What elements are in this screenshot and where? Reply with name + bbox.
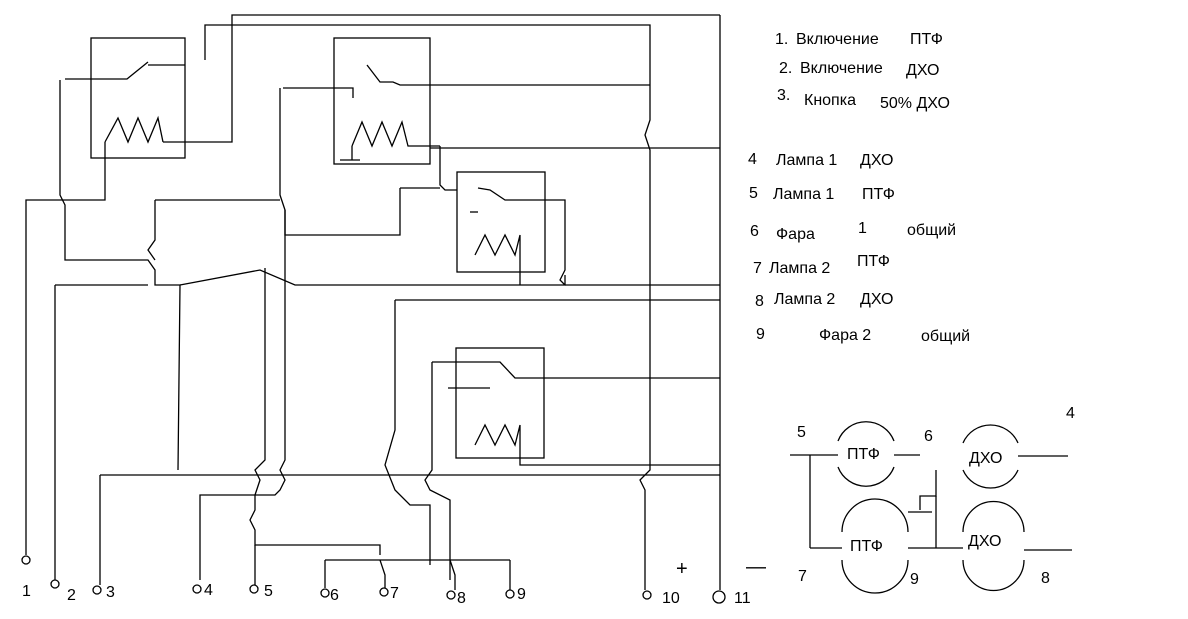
- terminal-label-4: 4: [204, 582, 213, 599]
- legend-5-text: Лампа 1: [773, 186, 834, 203]
- legend: 1. Включение ПТФ 2. Включение ДХО 3. Кно…: [748, 31, 970, 345]
- terminal-label-9: 9: [517, 586, 526, 603]
- legend-3-text: Кнопка: [804, 92, 856, 109]
- lamp-bottom-right-label: ДХО: [968, 533, 1001, 550]
- legend-6-text: Фара: [776, 226, 815, 243]
- legend-2-tag: ДХО: [906, 62, 939, 79]
- legend-8-tag: ДХО: [860, 291, 893, 308]
- relay-1: [25, 14, 720, 555]
- lamp-bottom-left-arc-bottom: [841, 559, 909, 594]
- lamp-top-right-label: ДХО: [969, 450, 1002, 467]
- lamp-pin-8: 8: [1041, 570, 1050, 587]
- terminal-label-11: 11: [734, 590, 751, 607]
- plus-sign: +: [676, 558, 688, 580]
- legend-5-num: 5: [749, 185, 758, 202]
- relay-3: [400, 146, 546, 285]
- lamp-pin-4: 4: [1066, 405, 1075, 422]
- legend-2-text: Включение: [800, 60, 883, 77]
- relay-2: [283, 37, 650, 165]
- wiring: [54, 15, 721, 590]
- legend-4-text: Лампа 1: [776, 152, 837, 169]
- lamp-top-left-arc-bottom: [837, 466, 895, 487]
- legend-5-tag: ПТФ: [862, 186, 895, 203]
- legend-9-extra: общий: [921, 328, 970, 345]
- legend-4-num: 4: [748, 151, 757, 168]
- terminal-label-10: 10: [662, 590, 680, 607]
- minus-sign: —: [746, 556, 766, 578]
- lamp-top-right-arc-bottom: [962, 469, 1019, 489]
- legend-8-text: Лампа 2: [774, 291, 835, 308]
- terminal-label-5: 5: [264, 583, 273, 600]
- lamp-bottom-right-arc-bottom: [962, 559, 1025, 592]
- terminal-label-6: 6: [330, 587, 339, 604]
- lamp-bottom-left-label: ПТФ: [850, 538, 883, 555]
- legend-2-num: 2.: [779, 60, 792, 77]
- legend-1-text: Включение: [796, 31, 879, 48]
- legend-6-num: 6: [750, 223, 759, 240]
- lamp-bottom-left-arc-top: [841, 498, 909, 533]
- lamp-pin-6: 6: [924, 428, 933, 445]
- lamp-top-left-arc-top: [837, 421, 895, 442]
- legend-9-num: 9: [756, 326, 765, 343]
- legend-6-extra: общий: [907, 222, 956, 239]
- lamp-schematic: [790, 421, 1072, 594]
- terminal-label-7: 7: [390, 585, 399, 602]
- legend-9-text: Фара 2: [819, 327, 871, 344]
- legend-3-tag: 50% ДХО: [880, 95, 950, 112]
- terminal-label-8: 8: [457, 590, 466, 607]
- terminal-label-2: 2: [67, 587, 76, 604]
- terminal-label-1: 1: [22, 583, 31, 600]
- legend-8-num: 8: [755, 293, 764, 310]
- legend-1-num: 1.: [775, 31, 788, 48]
- lamp-pin-9: 9: [910, 571, 919, 588]
- lamp-pin-5: 5: [797, 424, 806, 441]
- lamp-top-right-arc-top: [962, 424, 1019, 444]
- lamp-bottom-right-arc-top: [962, 500, 1025, 533]
- legend-4-tag: ДХО: [860, 152, 893, 169]
- lamp-top-left-label: ПТФ: [847, 446, 880, 463]
- terminal-label-3: 3: [106, 584, 115, 601]
- relay-4: [432, 347, 720, 466]
- legend-7-tag: ПТФ: [857, 253, 890, 270]
- legend-1-tag: ПТФ: [910, 31, 943, 48]
- lamp-pin-7: 7: [798, 568, 807, 585]
- terminal-circles: [21, 555, 726, 604]
- legend-3-num: 3.: [777, 87, 790, 104]
- legend-7-text: Лампа 2: [769, 260, 830, 277]
- legend-6-tag: 1: [858, 220, 867, 237]
- legend-7-num: 7: [753, 260, 762, 277]
